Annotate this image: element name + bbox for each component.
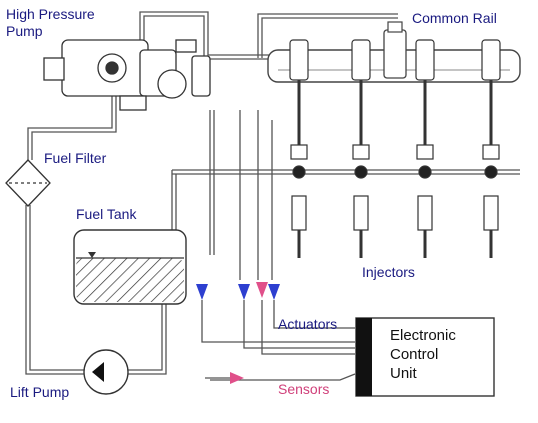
injector-4 — [481, 39, 501, 258]
ecu-label-line2: Control — [390, 346, 439, 363]
ecu-label: Electronic Control Unit — [390, 326, 456, 383]
ecu-label-line3: Unit — [390, 365, 417, 382]
sensors-label: Sensors — [278, 381, 330, 397]
high-pressure-pump-label: High Pressure Pump — [6, 6, 95, 40]
fuel-lines — [25, 11, 520, 381]
lift-pump-label: Lift Pump — [10, 384, 70, 400]
high-pressure-pump — [43, 39, 211, 111]
fuel-tank — [73, 229, 187, 305]
actuator-arrow-3 — [268, 284, 280, 300]
ecu-label-line1: Electronic — [390, 327, 456, 344]
common-rail — [267, 21, 521, 83]
actuator-arrow-1 — [196, 284, 208, 300]
common-rail-label: Common Rail — [412, 10, 497, 26]
injectors-label: Injectors — [362, 264, 415, 280]
injector-2 — [351, 39, 371, 258]
sensor-arrow-2 — [230, 372, 244, 384]
actuator-arrows — [196, 284, 280, 300]
sensor-arrows — [230, 282, 268, 384]
injector-1 — [289, 39, 309, 258]
high-pressure-pump-label-line1: High Pressure — [6, 6, 95, 22]
injector-3 — [415, 39, 435, 258]
injectors — [289, 39, 501, 258]
sensor-arrow-1 — [256, 282, 268, 298]
actuators-label: Actuators — [278, 316, 338, 332]
actuator-arrow-2 — [238, 284, 250, 300]
lift-pump — [83, 349, 129, 395]
high-pressure-pump-label-line2: Pump — [6, 23, 43, 39]
fuel-tank-label: Fuel Tank — [76, 206, 137, 222]
ecu-box — [355, 317, 495, 397]
fuel-filter — [5, 159, 51, 207]
fuel-filter-label: Fuel Filter — [44, 150, 107, 166]
